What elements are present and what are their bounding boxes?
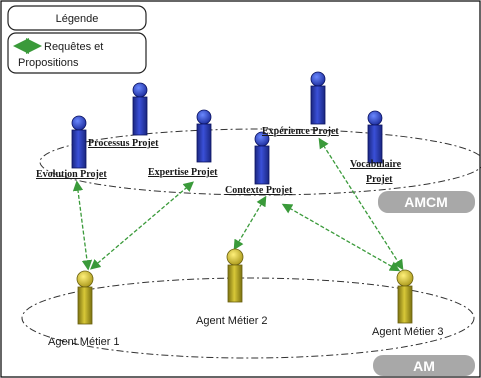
agent-head-icon [396, 269, 414, 287]
label-experience: Expérience Projet [262, 126, 339, 137]
agent-experience [310, 71, 326, 125]
agent-body-icon [367, 124, 383, 164]
amcm-badge-label: AMCM [404, 194, 448, 210]
label-metier2: Agent Métier 2 [196, 315, 268, 327]
agent-body-icon [397, 285, 413, 324]
agent-body-icon [310, 85, 326, 125]
label-metier3: Agent Métier 3 [372, 326, 444, 338]
arrow-evolution-metier1 [72, 180, 93, 271]
agent-contexte [254, 131, 270, 185]
agent-head-icon [310, 71, 326, 87]
agent-expertise [196, 109, 212, 163]
agent-body-icon [77, 286, 93, 325]
am-badge-label: AM [413, 358, 435, 374]
legend-item-box [7, 32, 147, 74]
arrow-contexte-metier2 [233, 195, 267, 251]
label-processus: Processus Projet [88, 138, 159, 149]
agent-body-icon [227, 264, 243, 303]
label-metier1: Agent Métier 1 [48, 336, 120, 348]
amcm-badge-bg [378, 191, 475, 213]
arrow-contexte-metier3 [281, 203, 401, 272]
agent-head-icon [71, 115, 87, 131]
legend: Légende Requêtes et Propositions [7, 5, 147, 74]
amcm-badge: AMCM [378, 191, 475, 213]
am-ellipse [21, 277, 475, 359]
arrow-expertise-metier1 [90, 181, 194, 270]
label-vocabulaire-line2: Projet [366, 174, 393, 185]
label-evolution: Evolution Projet [36, 169, 107, 180]
agent-body-icon [71, 129, 87, 169]
agent-metier1 [76, 270, 94, 325]
agent-body-icon [196, 123, 212, 163]
label-expertise: Expertise Projet [148, 167, 218, 178]
agent-metier3 [396, 269, 414, 324]
agent-evolution [71, 115, 87, 169]
label-vocabulaire-line1: Vocabulaire [350, 159, 402, 170]
agent-processus [132, 82, 148, 136]
agent-head-icon [76, 270, 94, 288]
agent-head-icon [226, 248, 244, 266]
agent-body-icon [132, 96, 148, 136]
agent-body-icon [254, 145, 270, 185]
label-contexte: Contexte Projet [225, 185, 293, 196]
arrows [72, 137, 404, 272]
legend-title: Légende [56, 13, 99, 25]
agent-vocabulaire [367, 110, 383, 164]
am-badge-bg [373, 355, 475, 376]
legend-item-line2: Propositions [18, 57, 79, 69]
agent-head-icon [132, 82, 148, 98]
agent-metier2 [226, 248, 244, 303]
legend-item-line1: Requêtes et [44, 41, 103, 53]
legend-title-box [7, 5, 147, 31]
amcm-ellipse [39, 128, 481, 196]
agent-head-icon [367, 110, 383, 126]
arrow-experience-metier3 [318, 137, 404, 271]
agent-head-icon [196, 109, 212, 125]
am-badge: AM [373, 355, 475, 376]
